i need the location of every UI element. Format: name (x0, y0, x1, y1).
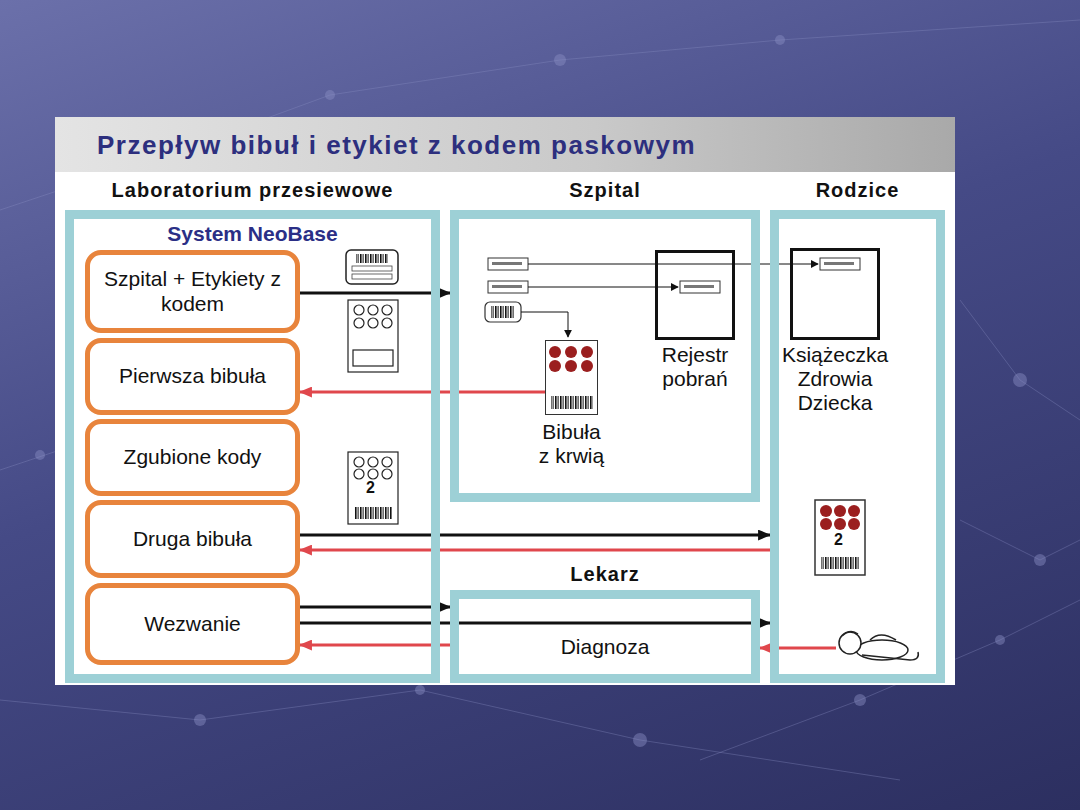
lab-region: Laboratorium przesiewoweSystem NeoBaseSz… (65, 210, 440, 683)
node-text: Książeczka Zdrowia Dziecka (765, 343, 905, 415)
flow-arrow (300, 606, 450, 609)
title-bar: Przepływ bibuł i etykiet z kodem paskowy… (55, 117, 955, 172)
region-heading: Rodzice (759, 179, 956, 202)
flow-arrow (300, 644, 450, 647)
label-sheet (346, 250, 398, 284)
process-box: Druga bibuła (85, 500, 300, 578)
flow-arrow (300, 391, 545, 394)
health-booklet: Książeczka Zdrowia Dziecka (790, 248, 880, 340)
node-text: Druga bibuła (133, 527, 252, 551)
region-heading: Szpital (439, 179, 771, 202)
blood-card (549, 346, 593, 409)
region-heading: Laboratorium przesiewowe (54, 179, 451, 202)
region-heading: Lekarz (439, 563, 771, 586)
process-box: Wezwanie (85, 583, 300, 665)
flow-arrow (300, 549, 770, 552)
node-text: Rejestr pobrań (653, 343, 737, 391)
blank-card (348, 300, 398, 372)
node-text: Wezwanie (144, 612, 241, 636)
baby-arrow-tail (772, 647, 836, 650)
doctor-region: LekarzDiagnoza (450, 590, 760, 683)
blood-card-box: Bibuła z krwią (545, 340, 598, 415)
process-box: Zgubione kody (85, 419, 300, 496)
node-text: Pierwsza bibuła (119, 364, 266, 388)
flow-arrow (300, 534, 770, 537)
flow-arrow (300, 622, 770, 625)
register-book: Rejestr pobrań (655, 250, 735, 340)
process-box: Pierwsza bibuła (85, 338, 300, 415)
node-text: System NeoBase (74, 222, 431, 246)
parents-region: RodziceKsiążeczka Zdrowia Dziecka (770, 210, 945, 683)
node-text: Zgubione kody (124, 445, 262, 469)
callout-number: 2 (366, 480, 375, 496)
second-card (348, 452, 398, 524)
flow-arrow (300, 292, 450, 295)
flow-arrow (760, 647, 770, 650)
diagram-title: Przepływ bibuł i etykiet z kodem paskowy… (97, 130, 696, 161)
callout-number: 2 (834, 532, 843, 548)
second-blood-card (815, 500, 865, 575)
process-box: Szpital + Etykiety z kodem (85, 250, 300, 333)
baby-figure (839, 631, 918, 660)
node-text: Bibuła z krwią (535, 420, 609, 468)
node-text: Diagnoza (459, 635, 751, 659)
hospital-region: SzpitalBibuła z krwiąRejestr pobrań (450, 210, 760, 502)
node-text: Szpital + Etykiety z kodem (98, 267, 287, 315)
